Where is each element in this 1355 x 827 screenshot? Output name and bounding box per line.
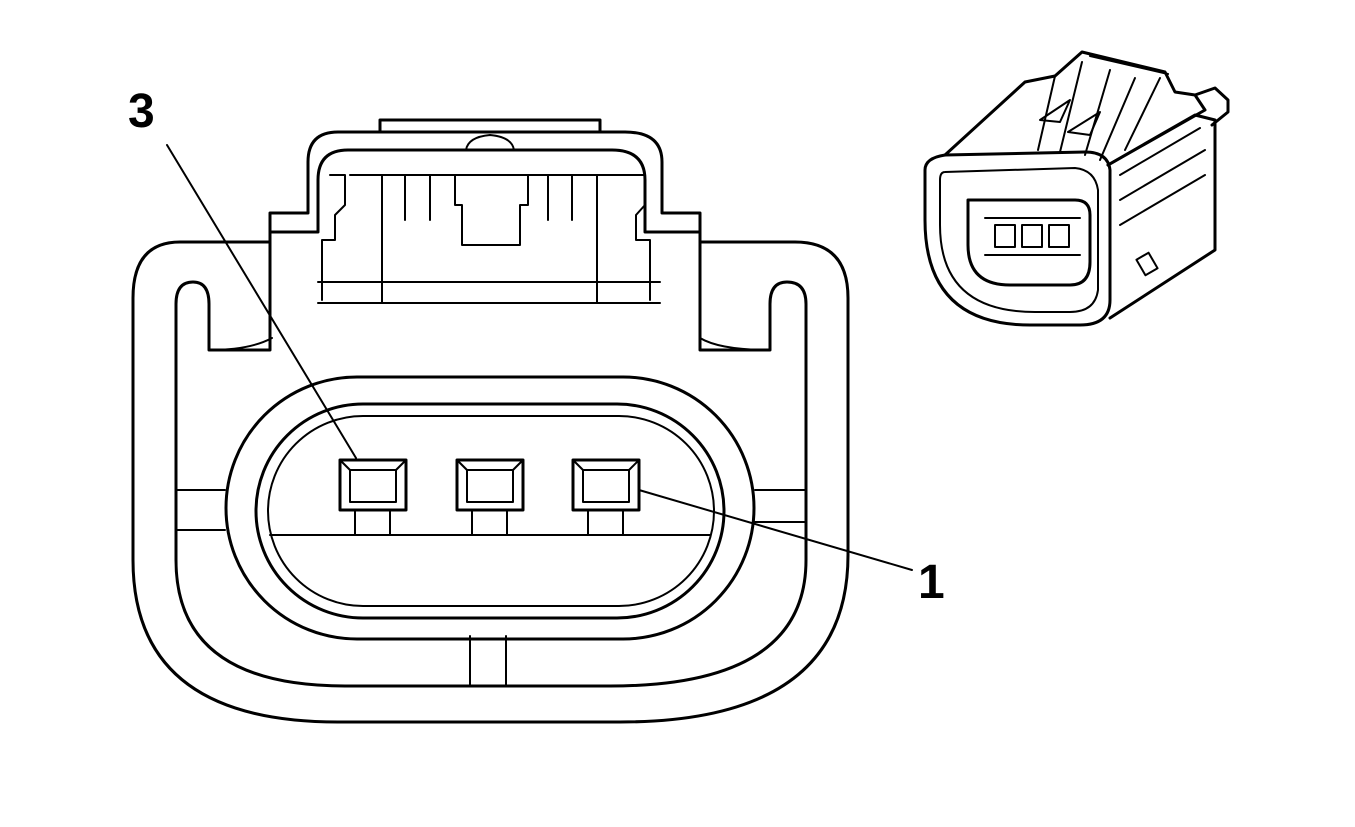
connector-front-view: 3 1 bbox=[128, 85, 945, 724]
connector-3d-rear-tab bbox=[1193, 86, 1230, 127]
latch-ribs bbox=[317, 174, 661, 304]
connector-3d-terminal-3 bbox=[994, 224, 1016, 248]
terminal-cavity-inner bbox=[254, 402, 726, 620]
connector-3d-side-face bbox=[1106, 113, 1217, 320]
connector-3d-cavity bbox=[966, 198, 1092, 287]
connector-3d-top-face bbox=[943, 50, 1207, 167]
callout-3-leader bbox=[166, 144, 357, 459]
callout-1-label: 1 bbox=[918, 556, 945, 609]
housing-inner-outline bbox=[174, 148, 808, 688]
housing-outer-outline bbox=[131, 130, 850, 724]
connector-3d-terminal-2 bbox=[1021, 224, 1043, 248]
callout-1-leader bbox=[638, 489, 913, 571]
connector-3d-latch-ridges bbox=[1037, 55, 1169, 161]
latch-tab-top bbox=[378, 118, 602, 134]
connector-3d-side-ribs bbox=[1119, 127, 1206, 277]
connector-3d-view bbox=[923, 50, 1230, 327]
terminal-1 bbox=[571, 458, 641, 536]
connector-3d-front-inner bbox=[939, 167, 1099, 313]
callout-3-label: 3 bbox=[128, 85, 155, 138]
terminal-3 bbox=[338, 458, 408, 536]
terminal-2 bbox=[455, 458, 525, 536]
connector-3d-front-face bbox=[923, 150, 1112, 327]
terminal-cavity-outer bbox=[224, 375, 756, 641]
housing-side-ribs bbox=[175, 337, 807, 687]
latch-tab-bump bbox=[465, 134, 515, 151]
connector-3d-terminal-1 bbox=[1048, 224, 1070, 248]
